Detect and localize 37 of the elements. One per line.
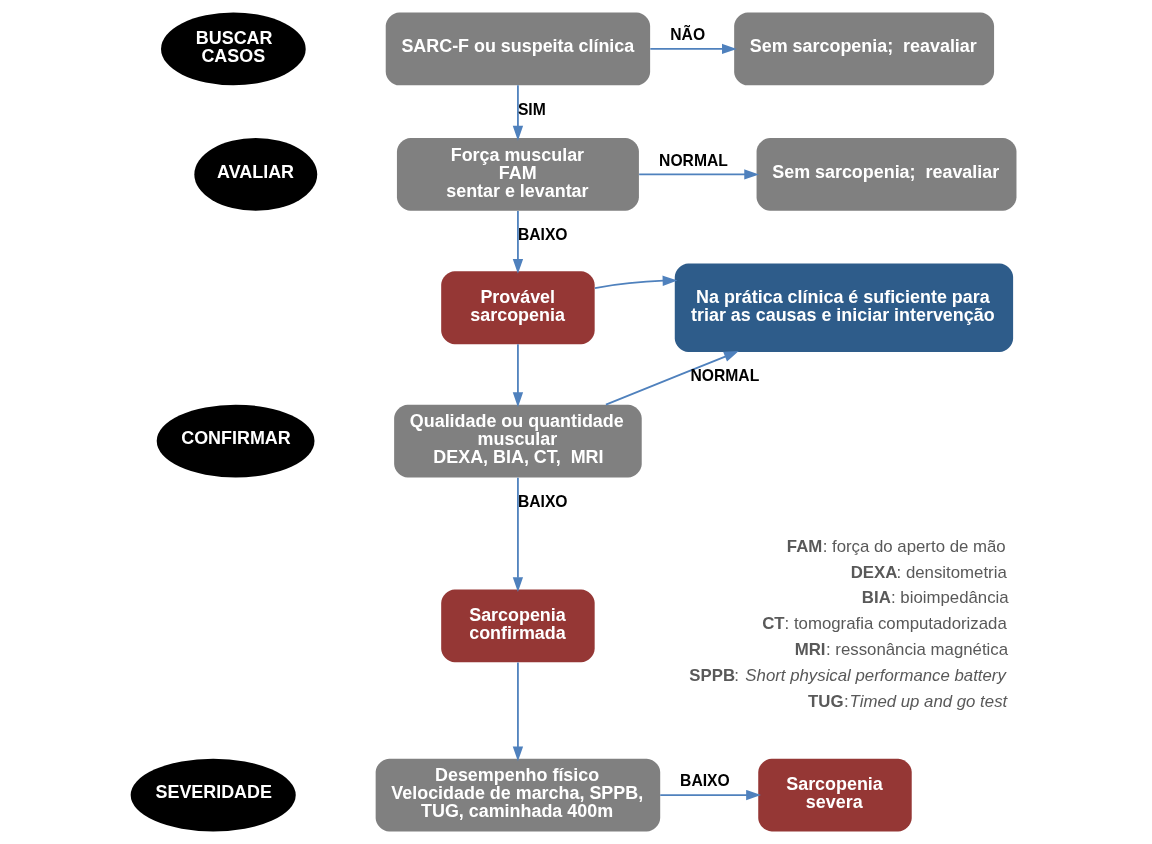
node-ellipse: AVALIAR — [194, 138, 318, 211]
edge-label: NORMAL — [690, 367, 760, 385]
arrow — [605, 351, 739, 406]
arrow — [512, 476, 524, 592]
arrow — [638, 169, 760, 180]
label: FAM: força do aperto de mão — [786, 536, 1006, 556]
arrow — [659, 789, 761, 801]
label: CT: tomografia computadorizada — [762, 614, 1007, 634]
node-box: Sarcopenia confirmada — [441, 589, 595, 663]
edge-label: BAIXO — [680, 772, 730, 790]
node-ellipse: SEVERIDADE — [130, 758, 296, 832]
node-box: Sarcopenia severa — [758, 758, 912, 832]
label: SPPB: Short physical performance battery — [689, 665, 1006, 685]
label: DEXA: densitometria — [850, 562, 1007, 582]
arrow — [512, 84, 524, 141]
node-box: Na prática clínica é suficiente para triar as causas e iniciar intervenção — [674, 263, 1014, 352]
node-box: SARC-F ou suspeita clínica — [385, 12, 651, 86]
arrow — [649, 43, 737, 55]
arrow — [512, 661, 524, 762]
edge-label: NÃO — [670, 26, 706, 44]
node-box: Sem sarcopenia; reavaliar — [734, 12, 995, 86]
arrow — [594, 275, 678, 289]
edge-label: BAIXO — [517, 492, 568, 510]
node-box: Sem sarcopenia; reavaliar — [756, 138, 1017, 211]
node-ellipse: BUSCAR CASOS — [161, 12, 306, 86]
node-box: Provável sarcopenia — [441, 271, 595, 345]
node-box: Força muscular FAM sentar e levantar — [396, 138, 639, 211]
label: MRI: ressonância magnética — [794, 640, 1009, 660]
edge-label: BAIXO — [517, 226, 568, 244]
node-box: Qualidade ou quantidade muscular DEXA, BIA, CT, MRI — [394, 404, 642, 478]
arrow — [512, 210, 524, 274]
label: BIA: bioimpedância — [861, 588, 1009, 608]
arrow — [512, 343, 524, 408]
edge-label: NORMAL — [659, 151, 728, 169]
node-box: Desempenho físico Velocidade de marcha, SPPB, TUG, caminhada 400m — [375, 758, 661, 832]
label: TUG:Timed up and go test — [808, 691, 1008, 711]
node-ellipse: CONFIRMAR — [156, 404, 315, 478]
